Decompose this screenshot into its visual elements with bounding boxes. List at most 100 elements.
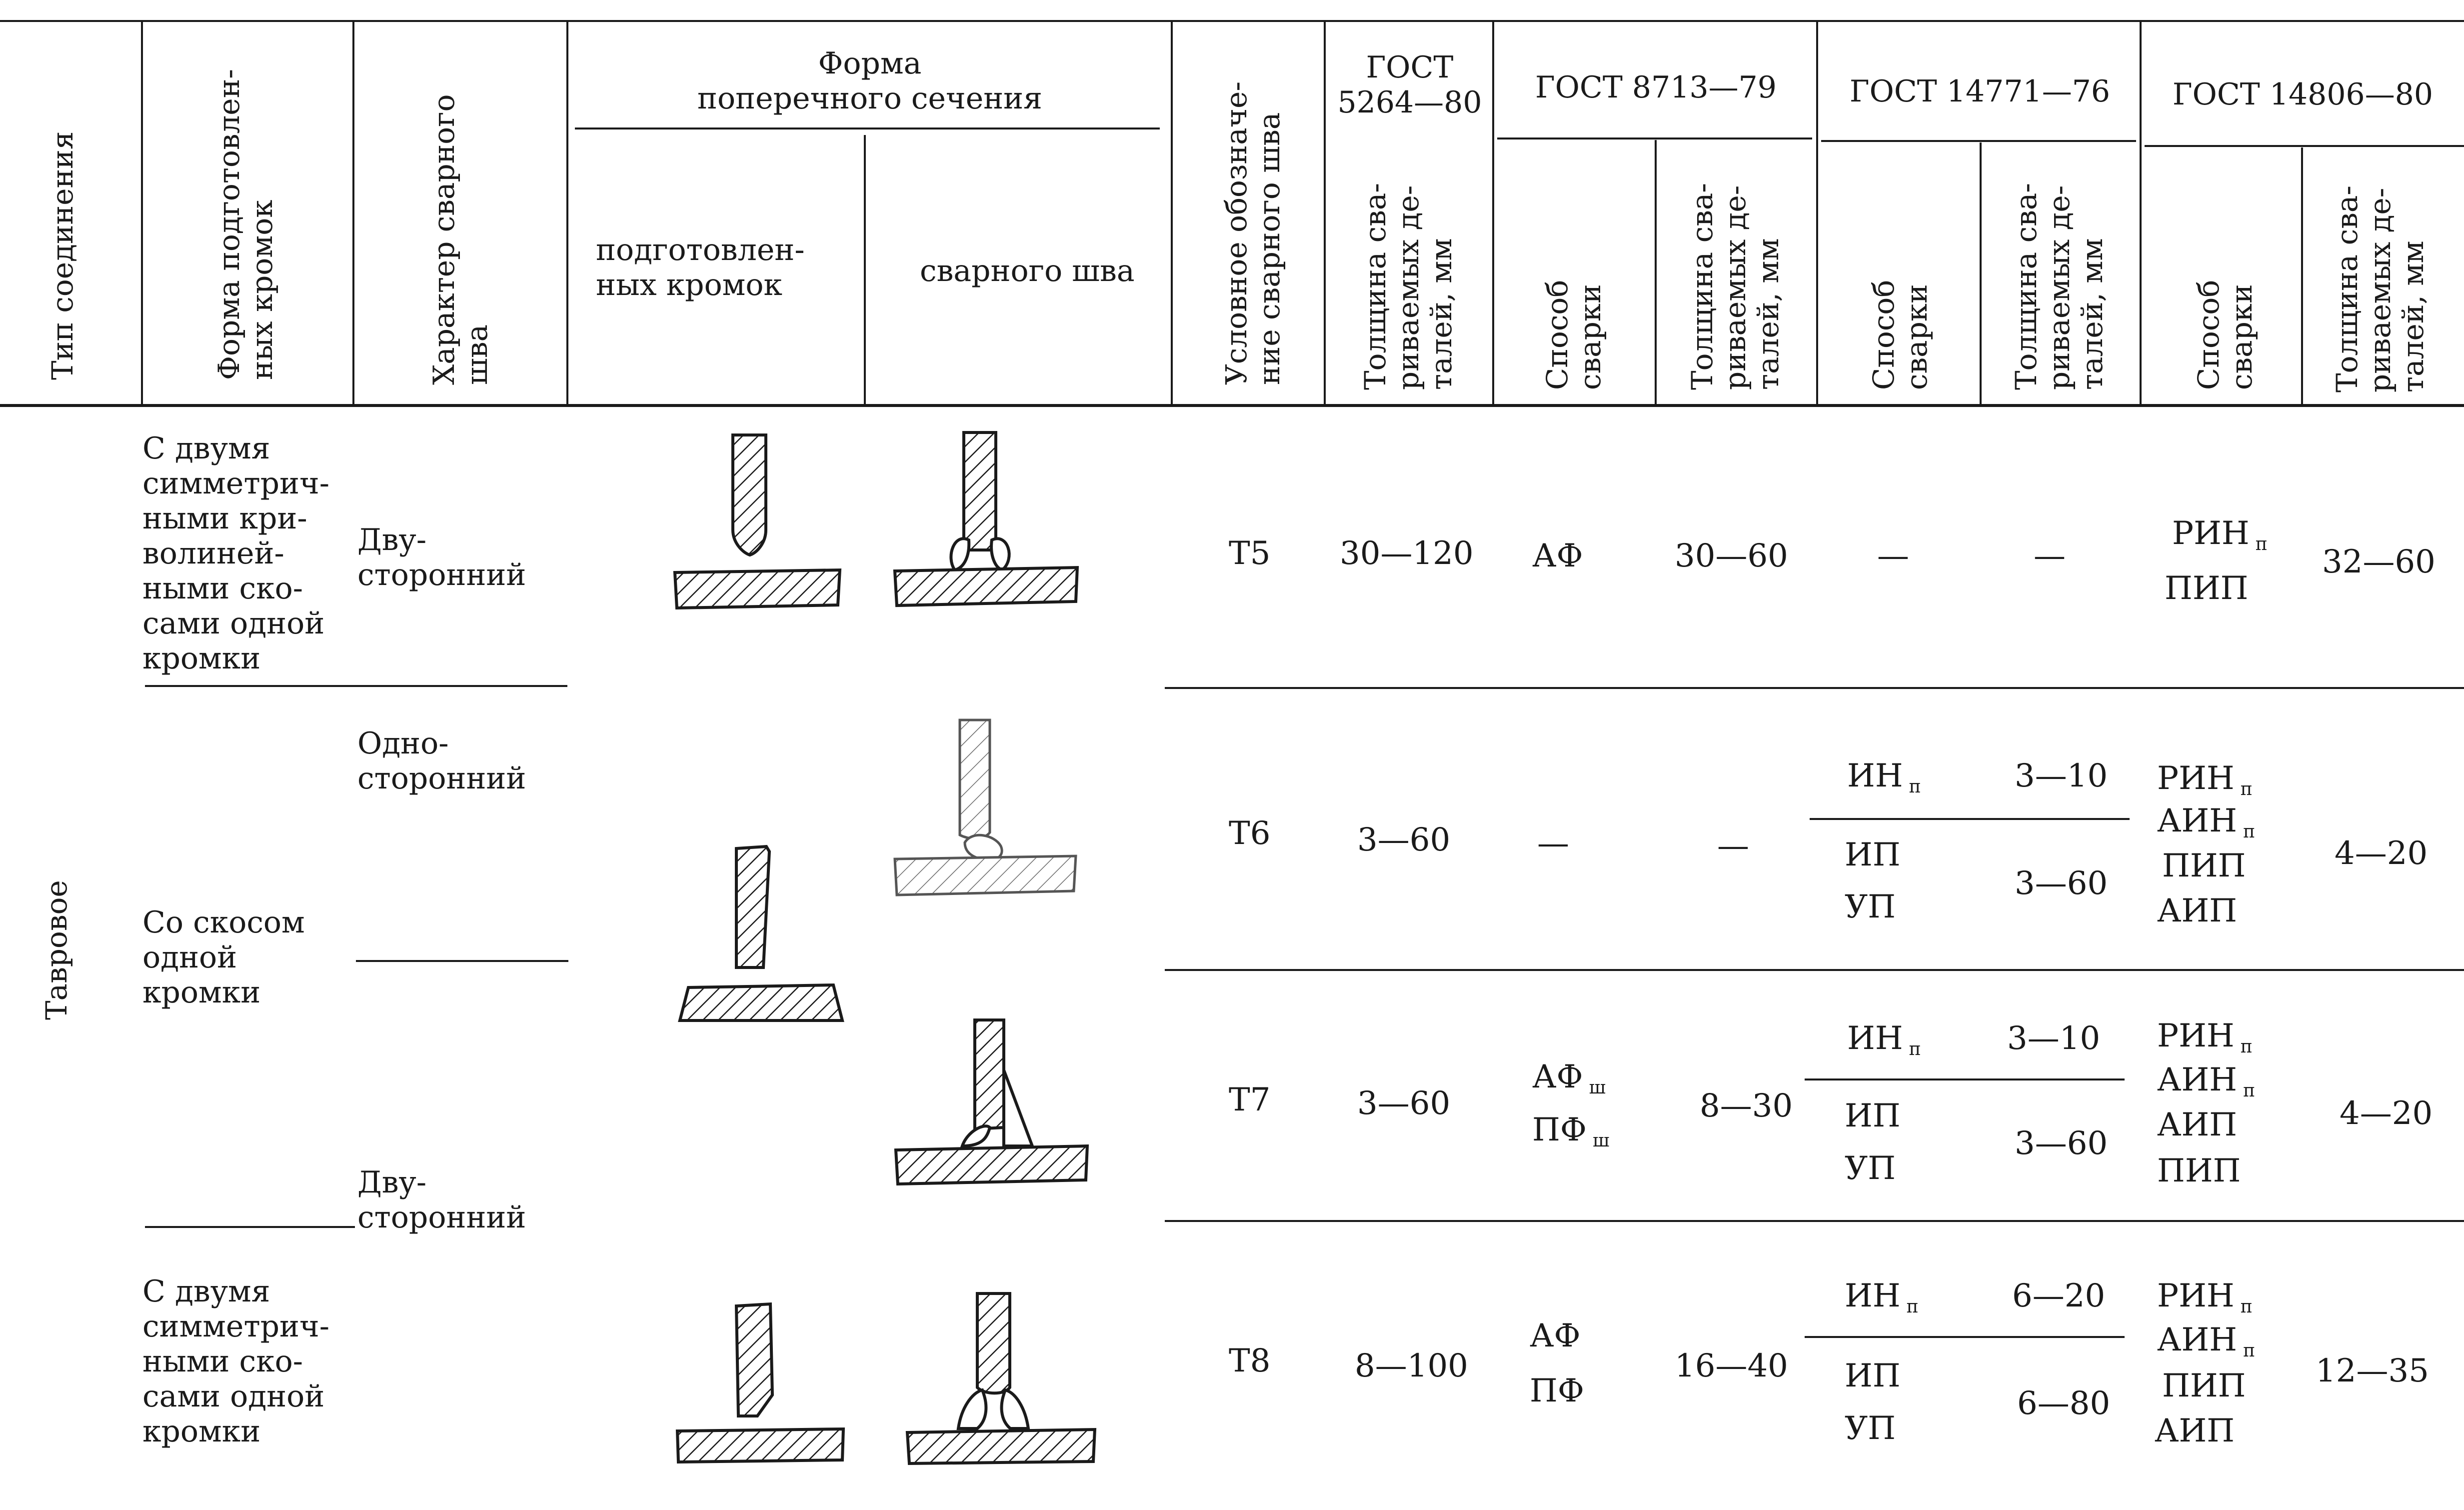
edge-form-t5: С двумя симметрич- ными кри- волиней- ны… (142, 431, 329, 676)
header-gost-14771-thickness: Толщина сва- риваемых де- талей, мм (2009, 182, 2109, 390)
edge-form-bevel: Со скосом одной кромки (142, 905, 305, 1010)
header-cross-section-line-2: поперечного сечения (697, 81, 1043, 116)
divider-col-9 (1816, 20, 1818, 405)
method-name: ИН (1847, 1020, 1903, 1057)
seam-character-t6-line-2: сторонний (357, 761, 526, 796)
method-name: РИН (2157, 760, 2235, 797)
divider-col-11 (2140, 20, 2142, 405)
t8-designation: Т8 (1229, 1342, 1271, 1380)
t8-gost-14806-method-3: ПИП (2162, 1368, 2246, 1404)
edge-form-t8-line-4: сами одной (142, 1379, 325, 1414)
thickness-line-3: талей, мм (2075, 238, 2109, 390)
header-prepared-edges-line-1: подготовлен- (596, 232, 805, 268)
divider-col-4 (864, 135, 866, 405)
t6-gost-14771-bottom-thickness: 3—60 (2015, 865, 2108, 902)
method-line-2: сварки (1573, 284, 1607, 390)
t7-designation: Т7 (1229, 1082, 1271, 1118)
seam-character-t7-line-2: сторонний (357, 1200, 526, 1235)
header-gost-5264-line-1: ГОСТ (1366, 50, 1454, 85)
body-rule-1-left (145, 685, 567, 687)
method-name: АИН (2157, 802, 2238, 840)
thickness-line-1: Толщина сва- (2009, 182, 2043, 390)
body-rule-t8-split (1805, 1336, 2125, 1338)
header-joint-type-text: Тип соединения (45, 131, 79, 380)
method-subscript: ш (1592, 1130, 1610, 1151)
header-gost-14771: ГОСТ 14771—76 (1849, 74, 2111, 109)
t6-gost-8713-thickness: — (1717, 828, 1749, 864)
method-subscript: п (2255, 534, 2268, 554)
t5-gost-14771-thickness: — (2034, 538, 2066, 574)
method-name: РИН (2172, 515, 2250, 552)
method-line-2: сварки (1900, 284, 1934, 390)
method-subscript: п (2243, 1340, 2256, 1361)
t6-gost-8713-method: — (1537, 825, 1569, 862)
seam-character-t5-line-2: сторонний (357, 558, 526, 592)
method-name: ПИП (2165, 570, 2249, 607)
header-gost-14806-thickness: Толщина сва- риваемых де- талей, мм (2330, 186, 2430, 392)
t8-gost-14806-method-4: АИП (2155, 1412, 2235, 1450)
header-gost-5264-thickness: Толщина сва- риваемых де- талей, мм (1358, 183, 1458, 390)
t7-gost-14771-bottom-method-2: УП (1845, 1150, 1896, 1187)
edge-form-t8-line-3: ными ско- (142, 1344, 303, 1379)
edge-form-t5-line-1: С двумя (142, 431, 270, 466)
method-line-1: Способ (1867, 280, 1901, 390)
t6-gost-5264: 3—60 (1357, 822, 1451, 858)
method-subscript: п (2243, 822, 2256, 842)
seam-character-t6-line-1: Одно- (357, 726, 449, 761)
body-rule-3-right (1165, 1220, 2464, 1222)
t5-designation: Т5 (1229, 535, 1271, 572)
t8-gost-8713-method-1: АФ (1530, 1318, 1581, 1354)
t6-weld-seam-drawing (893, 718, 1077, 896)
divider-col-10 (1980, 142, 1982, 405)
method-name: РИН (2157, 1278, 2235, 1314)
edge-form-t8-line-5: кромки (142, 1414, 261, 1449)
divider-cross-section (575, 128, 1160, 130)
edge-form-t5-line-7: кромки (142, 641, 261, 676)
header-edge-form-line-2: ных кромок (245, 200, 279, 380)
seam-character-t6: Одно- сторонний (357, 726, 526, 796)
thickness-line-3: талей, мм (2396, 240, 2430, 392)
method-line-1: Способ (2192, 280, 2226, 390)
t6-gost-14771-bottom-method-1: ИП (1845, 836, 1901, 874)
t8-gost-14771-bottom-thickness: 6—80 (2017, 1385, 2111, 1422)
header-cross-section: Форма поперечного сечения (570, 46, 1170, 116)
t6-gost-14771-bottom-method-2: УП (1845, 888, 1896, 926)
t8-gost-8713-method-2: ПФ (1530, 1372, 1584, 1410)
thickness-line-3: талей, мм (1751, 238, 1785, 390)
t7-weld-seam-drawing (894, 1018, 1089, 1186)
t5-gost-14806-method-2: ПИП (2165, 572, 2248, 604)
edge-form-t8-line-1: С двумя (142, 1274, 270, 1309)
method-subscript: п (1909, 776, 1921, 797)
header-weld-seam: сварного шва (920, 254, 1135, 288)
divider-col-12 (2301, 148, 2303, 405)
header-designation-line-1: Условное обозначе- (1219, 81, 1253, 385)
t5-gost-5264: 30—120 (1340, 535, 1474, 572)
t6-designation: Т6 (1229, 815, 1271, 852)
method-name: АФ (1532, 1058, 1583, 1096)
t8-gost-14771-top-thickness: 6—20 (2012, 1278, 2106, 1314)
t7-gost-8713-thickness: 8—30 (1700, 1088, 1793, 1124)
header-seam-character-line-2: шва (460, 324, 494, 385)
t7-gost-14771-bottom-thickness: 3—60 (2015, 1125, 2108, 1162)
method-name: АИН (2157, 1322, 2238, 1358)
method-name: АИН (2157, 1062, 2238, 1098)
header-gost-8713-thickness: Толщина сва- риваемых де- талей, мм (1685, 183, 1785, 390)
divider-gost-8713 (1497, 138, 1812, 140)
body-rule-1-right (1165, 687, 2464, 689)
t6-gost-14806-thickness: 4—20 (2335, 835, 2428, 872)
t7-gost-14806-thickness: 4—20 (2340, 1095, 2433, 1132)
method-subscript: п (2240, 1036, 2253, 1057)
method-subscript: п (2240, 1296, 2253, 1317)
method-subscript: п (2243, 1080, 2256, 1101)
seam-character-t7-line-1: Дву- (357, 1165, 427, 1200)
t6-gost-14806-method-4: АИП (2157, 892, 2238, 930)
